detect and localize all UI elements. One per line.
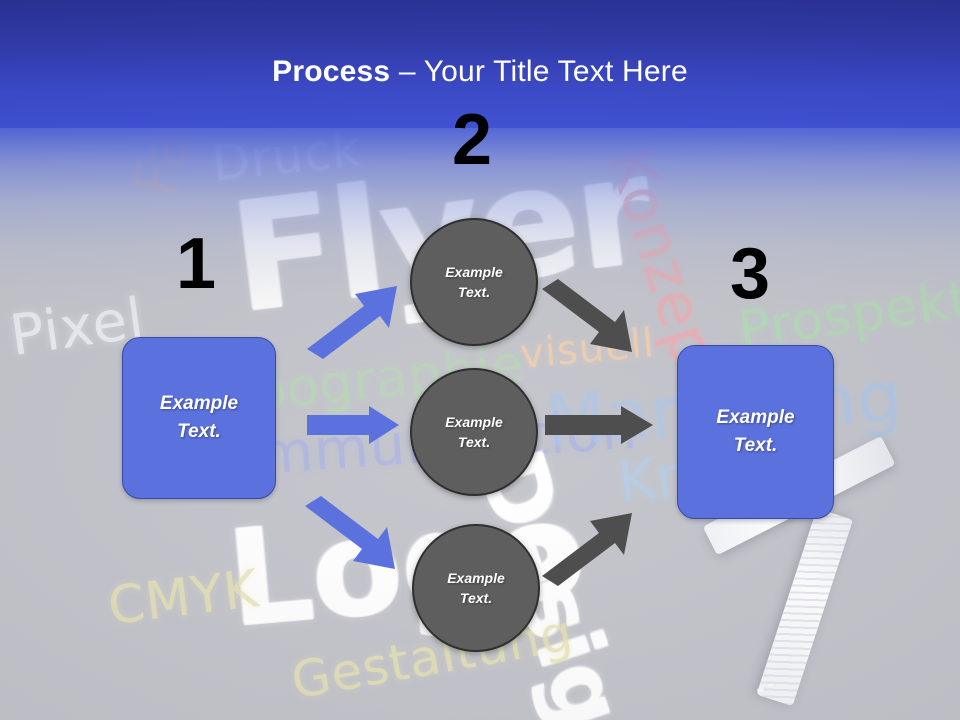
page-title-bold: Process [272,55,391,88]
process-circle-top-label: Example Text. [445,263,503,300]
output-box-right[interactable]: Example Text. [677,345,834,519]
output-box-right-label: Example Text. [716,407,795,456]
input-box-left-label: Example Text. [159,393,239,442]
process-circle-bottom[interactable]: Example Text. [412,524,540,652]
page-title-rest: – Your Title Text Here [390,55,688,88]
title-banner [0,0,960,128]
step-number-2: 2 [451,100,493,180]
process-circle-middle-label: Example Text. [445,413,503,450]
input-box-left[interactable]: Example Text. [122,337,276,499]
process-circle-bottom-label: Example Text. [447,569,505,606]
process-circle-top[interactable]: Example Text. [410,218,538,346]
step-number-1: 1 [175,224,217,304]
page-title: Process – Your Title Text Here [0,52,960,92]
process-circle-middle[interactable]: Example Text. [410,368,538,496]
step-number-3: 3 [729,234,771,314]
